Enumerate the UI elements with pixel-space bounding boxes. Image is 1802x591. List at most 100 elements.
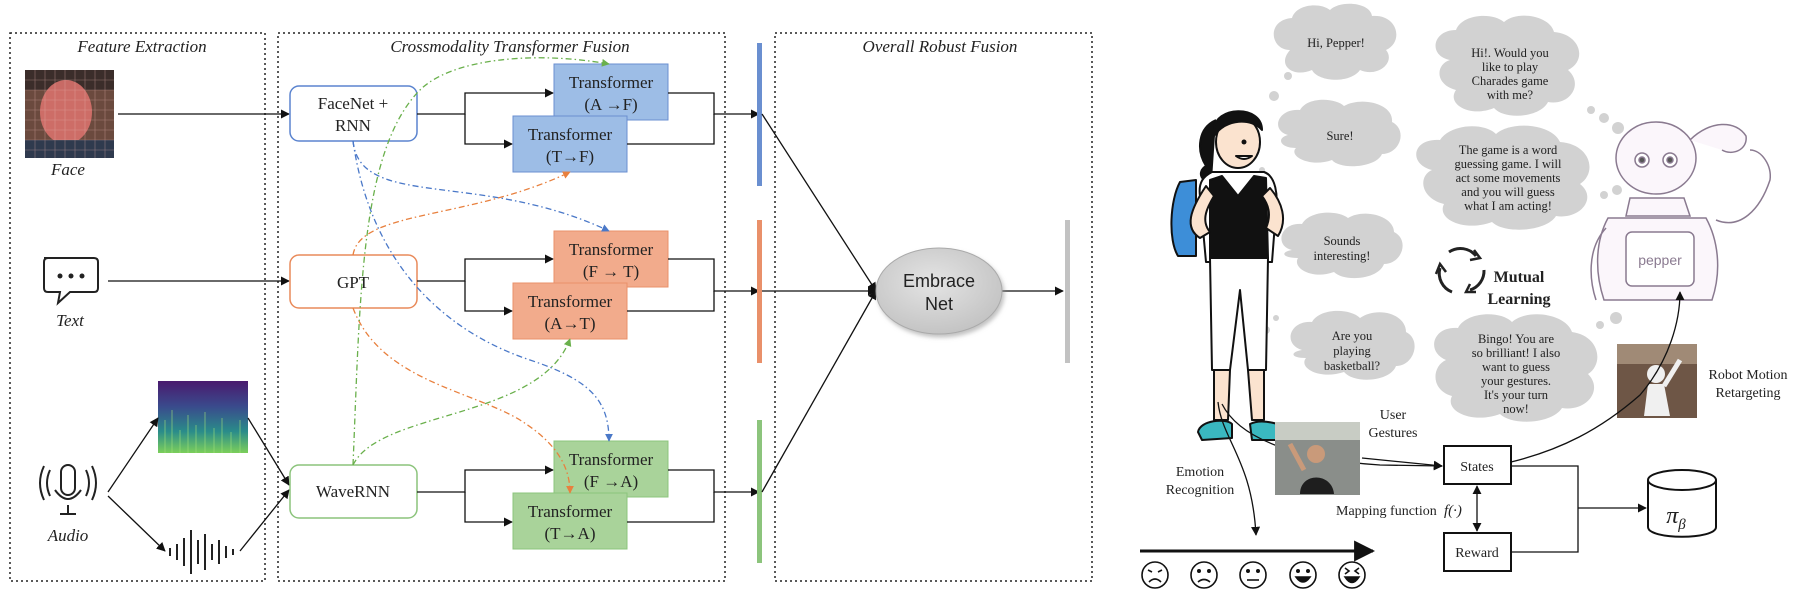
waveform-icon bbox=[169, 530, 234, 574]
very-sad-face-icon bbox=[1141, 561, 1169, 589]
svg-text:Transformer: Transformer bbox=[569, 240, 654, 259]
mutual-learning-line2: Learning bbox=[1487, 291, 1550, 308]
mutual-learning-line1: Mutual bbox=[1494, 269, 1545, 286]
neutral-face-icon bbox=[1239, 561, 1267, 589]
bubble-hi-pepper: Hi, Pepper! bbox=[1273, 3, 1397, 80]
emotion-faces-row bbox=[1141, 561, 1366, 589]
section-title-feature-extraction: Feature Extraction bbox=[76, 37, 206, 56]
text-feature-bar bbox=[757, 220, 762, 363]
svg-text:so brilliant! I also: so brilliant! I also bbox=[1472, 346, 1561, 360]
svg-text:Sure!: Sure! bbox=[1326, 129, 1353, 143]
states-to-robot-arrow bbox=[1510, 291, 1685, 463]
transformer-t-to-f: Transformer (T→F) bbox=[512, 115, 628, 173]
svg-text:FaceNet +: FaceNet + bbox=[318, 94, 388, 113]
svg-text:Embrace: Embrace bbox=[903, 271, 975, 291]
states-node: States bbox=[1443, 445, 1512, 485]
svg-text:Transformer: Transformer bbox=[569, 73, 654, 92]
bubble-bingo: Bingo! You are so brilliant! I also want… bbox=[1434, 314, 1598, 422]
user-gestures-line2: Gestures bbox=[1369, 426, 1418, 441]
svg-text:basketball?: basketball? bbox=[1324, 359, 1381, 373]
mapping-function-symbol: f(·) bbox=[1444, 503, 1462, 519]
user-gestures-line1: User bbox=[1380, 408, 1407, 423]
reward-node: Reward bbox=[1443, 532, 1512, 572]
svg-text:Bingo! You are: Bingo! You are bbox=[1478, 332, 1554, 346]
transformer-a-to-f: Transformer (A →F) bbox=[553, 63, 669, 121]
microphone-icon bbox=[39, 464, 97, 515]
emotion-recognition-line1: Emotion bbox=[1176, 465, 1224, 480]
bubble-game-explain: The game is a word guessing game. I will… bbox=[1416, 125, 1590, 230]
svg-text:Transformer: Transformer bbox=[528, 502, 613, 521]
policy-subscript: β bbox=[1677, 517, 1686, 533]
robot-motion-line2: Retargeting bbox=[1715, 386, 1780, 401]
svg-text:Transformer: Transformer bbox=[528, 292, 613, 311]
fused-output-bar bbox=[1065, 220, 1070, 363]
svg-text:Hi, Pepper!: Hi, Pepper! bbox=[1307, 36, 1365, 50]
audio-to-a-to-f-dashed bbox=[352, 57, 610, 466]
svg-text:your gestures.: your gestures. bbox=[1481, 374, 1551, 388]
svg-text:Sounds: Sounds bbox=[1324, 234, 1361, 248]
svg-text:Net: Net bbox=[925, 294, 953, 314]
section-title-crossmodality: Crossmodality Transformer Fusion bbox=[390, 37, 629, 56]
audio-feature-bar bbox=[757, 420, 762, 563]
transformer-f-to-a: Transformer (F →A) bbox=[553, 440, 669, 498]
chat-bubble-icon bbox=[43, 257, 99, 306]
transformer-a-to-t: Transformer (A→T) bbox=[512, 282, 628, 340]
svg-text:Are you: Are you bbox=[1332, 329, 1373, 343]
svg-text:(T→A): (T→A) bbox=[545, 524, 596, 543]
svg-text:The game is a word: The game is a word bbox=[1459, 143, 1558, 157]
transformer-f-to-t: Transformer (F → T) bbox=[553, 230, 669, 288]
svg-text:States: States bbox=[1460, 460, 1493, 475]
cycle-arrows-icon bbox=[1434, 247, 1486, 294]
svg-text:Charades game: Charades game bbox=[1472, 74, 1549, 88]
face-to-f-to-t-dashed bbox=[352, 140, 610, 232]
emotion-recognition-line2: Recognition bbox=[1166, 483, 1234, 498]
svg-text:(A →F): (A →F) bbox=[584, 95, 637, 114]
robot-motion-photo bbox=[1617, 344, 1697, 418]
svg-text:what I am acting!: what I am acting! bbox=[1464, 199, 1552, 213]
girl-illustration bbox=[1170, 110, 1293, 441]
svg-text:want to guess: want to guess bbox=[1482, 360, 1550, 374]
svg-text:RNN: RNN bbox=[335, 116, 371, 135]
face-label: Face bbox=[50, 160, 85, 179]
section-title-overall: Overall Robust Fusion bbox=[863, 37, 1018, 56]
robot-motion-line1: Robot Motion bbox=[1709, 368, 1788, 383]
bubble-playing-basketball: Are you playing basketball? bbox=[1290, 310, 1415, 380]
svg-text:(F → T): (F → T) bbox=[583, 262, 639, 281]
audio-label: Audio bbox=[47, 526, 89, 545]
policy-database-icon: πβ bbox=[1647, 469, 1717, 538]
svg-text:πβ: πβ bbox=[1666, 503, 1686, 533]
mic-to-spectrogram-arrow bbox=[107, 417, 159, 493]
face-feature-bar bbox=[757, 43, 762, 186]
svg-text:It's your turn: It's your turn bbox=[1484, 388, 1549, 402]
crossmodality-frame bbox=[277, 32, 726, 582]
spectrogram-image bbox=[158, 381, 248, 453]
face-to-f-to-a-dashed bbox=[352, 140, 613, 442]
face-image bbox=[25, 70, 114, 158]
svg-text:WaveRNN: WaveRNN bbox=[316, 482, 390, 501]
svg-text:GPT: GPT bbox=[337, 273, 370, 292]
svg-text:Reward: Reward bbox=[1455, 546, 1499, 561]
audio-to-a-to-t-dashed bbox=[352, 338, 572, 466]
svg-text:like to play: like to play bbox=[1482, 60, 1539, 74]
embrace-net-node: Embrace Net bbox=[875, 247, 1003, 335]
svg-text:(T→F): (T→F) bbox=[546, 147, 594, 166]
svg-text:pepper: pepper bbox=[1638, 252, 1682, 268]
spectrogram-to-wavernn-arrow bbox=[247, 417, 290, 486]
wavernn-node: WaveRNN bbox=[289, 464, 418, 519]
policy-symbol: π bbox=[1666, 503, 1679, 529]
svg-text:now!: now! bbox=[1503, 402, 1529, 416]
girl-to-emotion-arrow bbox=[1217, 401, 1261, 536]
feature-extraction-frame bbox=[9, 32, 266, 582]
svg-text:guessing game. I will: guessing game. I will bbox=[1455, 157, 1562, 171]
mic-to-waveform-arrow bbox=[107, 495, 166, 552]
waveform-to-wavernn-arrow bbox=[239, 489, 290, 552]
text-to-t-to-f-dashed bbox=[352, 171, 571, 256]
svg-text:Transformer: Transformer bbox=[528, 125, 613, 144]
very-happy-face-icon bbox=[1338, 561, 1366, 589]
sad-face-icon bbox=[1190, 561, 1218, 589]
svg-text:Transformer: Transformer bbox=[569, 450, 654, 469]
mapping-function-label: Mapping function bbox=[1336, 504, 1437, 519]
bubble-play-charades: Hi!. Would you like to play Charades gam… bbox=[1435, 15, 1580, 116]
svg-text:Hi!. Would you: Hi!. Would you bbox=[1471, 46, 1549, 60]
